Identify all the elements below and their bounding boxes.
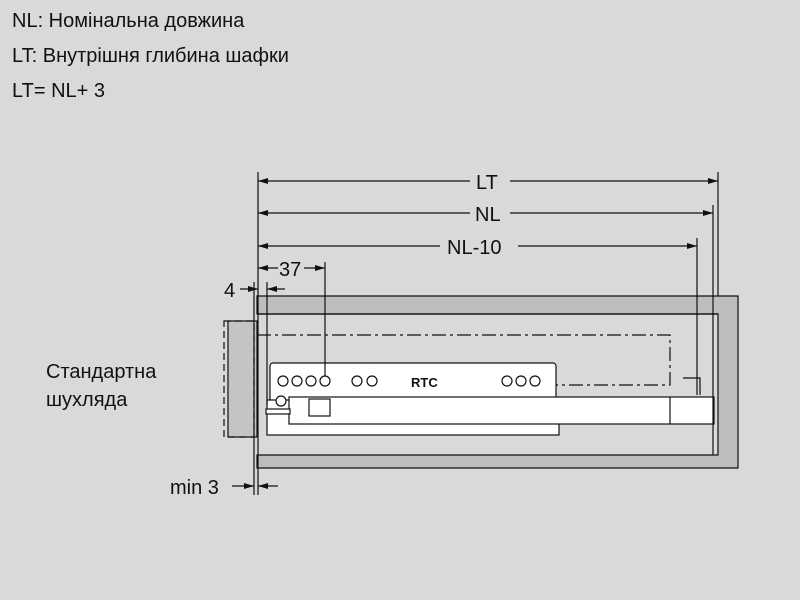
dim-37: 37 [279,259,301,281]
drawer-front [227,320,258,438]
mounting-hole [275,395,287,407]
slide-logo: RTC [411,375,438,390]
mounting-hole [277,375,289,387]
mounting-hole [319,375,331,387]
legend-formula: LT= NL+ 3 [12,80,106,102]
slide-rail [288,396,715,425]
mounting-hole [501,375,513,387]
mounting-hole [366,375,378,387]
mounting-hole [305,375,317,387]
drawer-label-line2: шухляда [46,389,128,411]
dim-nl-10: NL-10 [447,237,501,259]
dim-4: 4 [224,280,235,302]
mounting-hole [351,375,363,387]
rear-bracket [683,377,701,395]
drawer-label-line1: Стандартна [46,361,157,383]
mounting-holes [275,375,541,407]
mounting-hole [515,375,527,387]
dim-nl: NL [475,204,501,226]
dim-lt: LT [476,172,498,194]
mounting-hole [529,375,541,387]
legend-nominal-length: NL: Номінальна довжина [12,10,245,32]
slide-lock [308,398,331,417]
front-clip [265,408,291,415]
dim-min3: min 3 [170,477,219,499]
legend-cabinet-depth: LT: Внутрішня глибина шафки [12,45,289,67]
mounting-hole [291,375,303,387]
